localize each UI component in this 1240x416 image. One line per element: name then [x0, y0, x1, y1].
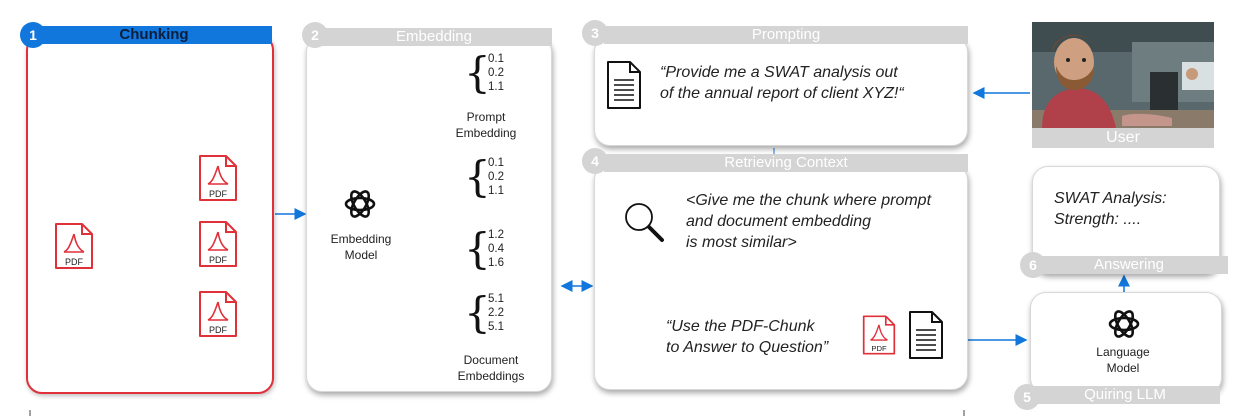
openai-logo-icon: [1106, 306, 1142, 347]
doc-embedding-value: 0.4: [488, 243, 504, 255]
step-2-badge: 2: [302, 22, 328, 48]
answer-text-line2: Strength: ....: [1054, 211, 1142, 228]
retrieve-text-line2: and document embedding: [686, 213, 872, 230]
document-embeddings-label: Document Embeddings: [448, 352, 534, 384]
step-3-badge: 3: [582, 20, 608, 46]
pdf-chunk-icon-2: PDF: [198, 220, 238, 268]
pdf-chunk-icon-1: PDF: [198, 154, 238, 202]
step-6-badge: 6: [1020, 252, 1046, 278]
step-1-badge: 1: [20, 22, 46, 48]
prompt-embedding-value: 1.1: [488, 81, 504, 93]
quiring-title: Quiring LLM: [1030, 386, 1220, 404]
user-avatar-illustration: [1032, 22, 1214, 128]
language-model-line1: Language: [1096, 345, 1150, 359]
prompting-title: Prompting: [604, 26, 968, 44]
use-chunk-line1: “Use the PDF-Chunk: [666, 318, 815, 335]
retrieve-text-line3: is most similar>: [686, 234, 797, 251]
answer-text-line1: SWAT Analysis:: [1054, 190, 1167, 207]
retrieve-text-line1: <Give me the chunk where prompt: [686, 192, 932, 209]
quiring-panel: [1030, 292, 1222, 394]
prompt-text-line2: of the annual report of client XYZ!“: [660, 85, 904, 102]
pdf-chunk-label-2: PDF: [209, 255, 228, 265]
retrieving-panel: [594, 164, 968, 390]
answering-title: Answering: [1030, 256, 1228, 274]
doc-embedding-brace-1: {: [464, 152, 491, 201]
user-label: User: [1032, 128, 1214, 148]
use-chunk-line2: to Answer to Question”: [666, 339, 829, 356]
doc-embedding-values-3: 5.1 2.2 5.1: [488, 292, 504, 334]
doc-embedding-values-2: 1.2 0.4 1.6: [488, 228, 504, 270]
prompt-embedding-values: 0.1 0.2 1.1: [488, 52, 504, 94]
retrieving-title: Retrieving Context: [604, 154, 968, 172]
chunking-title: Chunking: [36, 26, 272, 44]
doc-embedding-values-1: 0.1 0.2 1.1: [488, 156, 504, 198]
doc-embedding-value: 1.2: [488, 229, 504, 241]
prompt-embedding-value: 0.1: [488, 53, 504, 65]
language-model-line2: Model: [1106, 361, 1140, 375]
doc-embedding-value: 1.6: [488, 257, 504, 269]
prompt-embedding-label-line1: Prompt: [466, 110, 506, 124]
pdf-retrieved-label: PDF: [871, 344, 887, 353]
search-icon: [622, 200, 668, 251]
openai-logo-icon: [342, 186, 378, 227]
pdf-chunk-icon-3: PDF: [198, 290, 238, 338]
embedding-model-line1: Embedding: [330, 232, 392, 246]
prompt-embedding-value: 0.2: [488, 67, 504, 79]
embedding-model-line2: Model: [344, 248, 378, 262]
language-model-label: Language Model: [1078, 344, 1168, 376]
embedding-title: Embedding: [316, 28, 552, 46]
embedding-model-label: Embedding Model: [316, 231, 406, 263]
pdf-source-label: PDF: [65, 257, 84, 267]
answer-text: SWAT Analysis: Strength: ....: [1054, 188, 1214, 230]
doc-embedding-brace-2: {: [464, 224, 491, 273]
pdf-source-icon: PDF: [54, 222, 94, 270]
prompt-embedding-label-line2: Embedding: [455, 126, 517, 140]
doc-embedding-value: 0.2: [488, 171, 504, 183]
pdf-chunk-label-1: PDF: [209, 189, 228, 199]
embedding-panel: [306, 36, 552, 392]
pdf-chunk-icon-retrieved: PDF: [862, 314, 902, 362]
document-icon: [606, 60, 642, 115]
prompt-text-line1: “Provide me a SWAT analysis out: [660, 64, 898, 81]
retrieve-instruction: <Give me the chunk where prompt and docu…: [686, 190, 966, 253]
prompt-embedding-brace: {: [464, 48, 491, 97]
step-4-badge: 4: [582, 148, 608, 174]
doc-embedding-value: 5.1: [488, 321, 504, 333]
document-icon-retrieved: [908, 310, 944, 365]
document-embeddings-label-line2: Embeddings: [457, 369, 525, 383]
prompting-panel: [594, 36, 968, 146]
doc-embedding-brace-3: {: [464, 288, 491, 337]
chunking-panel: [26, 34, 274, 394]
prompt-text: “Provide me a SWAT analysis out of the a…: [660, 62, 960, 104]
prompt-embedding-label: Prompt Embedding: [446, 109, 526, 141]
step-5-badge: 5: [1014, 384, 1040, 410]
use-chunk-text: “Use the PDF-Chunk to Answer to Question…: [666, 316, 866, 358]
doc-embedding-value: 5.1: [488, 293, 504, 305]
document-embeddings-label-line1: Document: [463, 353, 519, 367]
pdf-chunk-label-3: PDF: [209, 325, 228, 335]
doc-embedding-value: 2.2: [488, 307, 504, 319]
doc-embedding-value: 1.1: [488, 185, 504, 197]
doc-embedding-value: 0.1: [488, 157, 504, 169]
